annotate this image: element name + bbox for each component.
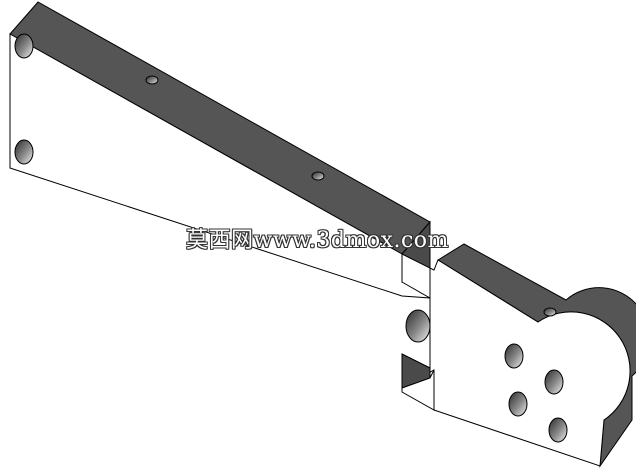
watermark-text: 莫西网www.3dmox.com (186, 228, 449, 253)
hole-tab-3 (508, 391, 528, 417)
hole-tab-1 (504, 343, 524, 369)
hole-tab-edge (543, 307, 557, 317)
hole-left-top (14, 33, 34, 59)
hole-tab-4 (548, 417, 568, 443)
hole-slot-center (405, 309, 431, 343)
slot-lower-face (401, 369, 435, 411)
slot-upper-wall (401, 253, 431, 299)
hole-tab-2 (544, 369, 564, 395)
hole-top-edge-2 (311, 171, 325, 181)
hole-left-bottom (14, 139, 34, 165)
hole-top-edge-1 (145, 75, 159, 85)
